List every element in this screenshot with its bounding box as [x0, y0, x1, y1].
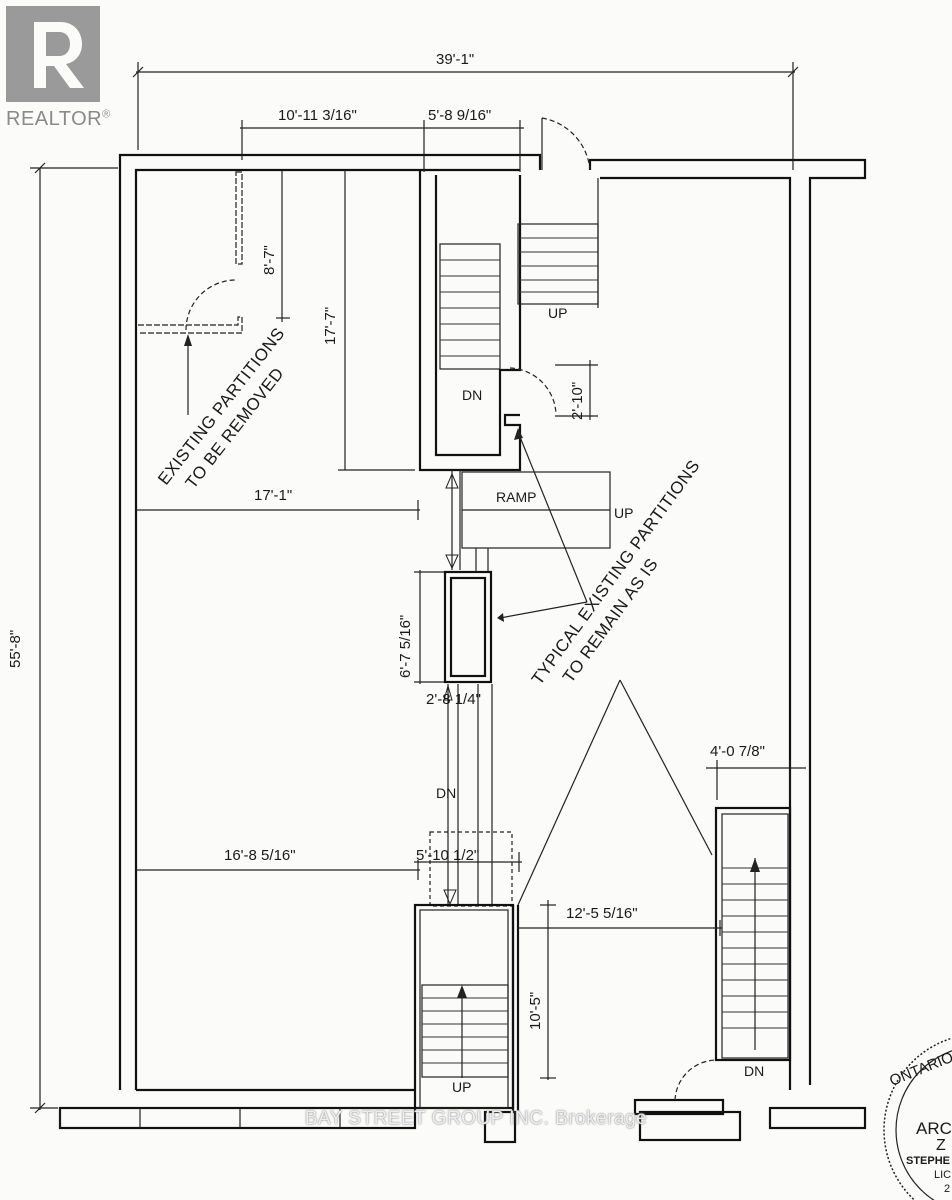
label-dn-hall: DN: [436, 785, 456, 801]
realtor-logo: [6, 6, 100, 102]
stamp-line2: Z: [936, 1137, 946, 1154]
dim-column-height: 6'-7 5/16": [397, 615, 414, 678]
realtor-wordmark-text: REALTOR: [6, 108, 103, 130]
label-dn-right: DN: [744, 1063, 764, 1079]
lower-center-stair: [413, 903, 520, 1112]
dim-room-width: 10'-11 3/16": [278, 107, 357, 124]
label-up-ramp: UP: [614, 505, 633, 521]
dim-overall-depth: 55'-8": [7, 630, 24, 668]
dim-front-width: 17'-1": [254, 487, 292, 504]
label-dn-upper: DN: [462, 387, 482, 403]
label-up-lower: UP: [452, 1079, 471, 1095]
dim-partition-height: 8'-7": [261, 245, 278, 275]
dim-lower-stair-width: 5'-10 1/2": [416, 847, 479, 864]
upper-stair-core: [418, 117, 599, 472]
right-stair: [674, 806, 792, 1101]
dim-door-width: 2'-10": [569, 382, 586, 420]
dim-lower-width: 16'-8 5/16": [224, 847, 296, 864]
note-remain-line1: TYPICAL EXISTING PARTITIONS: [528, 456, 704, 688]
partitions-to-remove: [138, 171, 243, 415]
dim-column-width: 2'-8 1/4": [426, 691, 481, 708]
leader-arrows: [497, 428, 713, 906]
exterior-walls: [58, 153, 867, 1144]
central-column: [429, 470, 513, 907]
stamp-line1: ARCH: [916, 1119, 952, 1138]
ramp: [461, 471, 611, 549]
registered-mark: ®: [102, 108, 111, 121]
stamp-line3: STEPHE: [906, 1155, 950, 1167]
note-remove-line1: EXISTING PARTITIONS: [154, 324, 288, 489]
dim-stair-width: 5'-8 9/16": [428, 107, 491, 124]
dim-right-stair-width: 4'-0 7/8": [710, 743, 765, 760]
stamp-line4: LIC: [934, 1169, 951, 1181]
brokerage-watermark: BAY STREET GROUP INC. Brokerage: [304, 1108, 648, 1129]
label-ramp: RAMP: [496, 489, 536, 505]
stamp-arc-text: ONTARIO A: [887, 1044, 952, 1090]
dimension-lines: [30, 62, 806, 1114]
label-up-top: UP: [548, 305, 567, 321]
realtor-wordmark: REALTOR®: [6, 108, 111, 131]
stamp-line5: 2: [944, 1183, 950, 1195]
dim-lower-stair-depth: 10'-5": [527, 992, 544, 1030]
dim-lower-offset: 12'-5 5/16": [566, 905, 638, 922]
dim-overall-width: 39'-1": [436, 51, 474, 68]
note-remove: EXISTING PARTITIONS TO BE REMOVED: [154, 324, 288, 492]
dim-room-depth: 17'-7": [322, 307, 339, 345]
note-remain: TYPICAL EXISTING PARTITIONS TO REMAIN AS…: [528, 456, 704, 688]
